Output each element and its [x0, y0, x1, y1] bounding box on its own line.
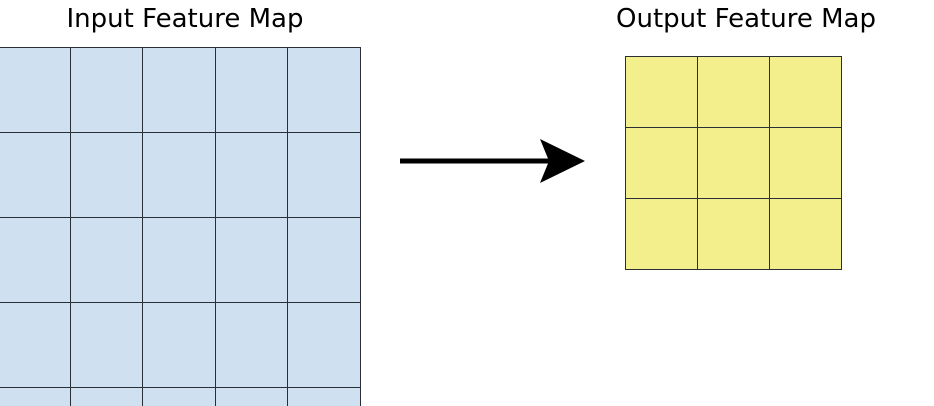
input-feature-map-title: Input Feature Map — [66, 4, 304, 34]
input-cell — [287, 131, 361, 218]
input-cell — [142, 302, 216, 389]
transformation-arrow-icon — [400, 139, 585, 183]
input-cell — [287, 216, 361, 304]
input-cell — [287, 387, 361, 406]
output-cell — [624, 55, 698, 128]
arrow-head — [540, 139, 585, 183]
output-feature-map-grid — [624, 55, 842, 270]
input-cell — [142, 131, 216, 218]
output-cell — [696, 197, 770, 270]
input-cell — [0, 387, 71, 406]
input-cell — [214, 302, 289, 389]
output-feature-map-title: Output Feature Map — [616, 4, 876, 34]
input-feature-map-grid — [0, 46, 361, 406]
input-cell — [69, 131, 144, 218]
output-cell — [768, 126, 842, 199]
input-cell — [214, 131, 289, 218]
output-cell — [696, 55, 770, 128]
input-cell — [287, 302, 361, 389]
input-cell — [0, 216, 71, 304]
input-cell — [0, 46, 71, 133]
input-cell — [214, 387, 289, 406]
input-cell — [0, 302, 71, 389]
input-cell — [214, 216, 289, 304]
input-cell — [0, 131, 71, 218]
output-cell — [768, 55, 842, 128]
output-cell — [768, 197, 842, 270]
input-cell — [69, 46, 144, 133]
input-cell — [214, 46, 289, 133]
input-cell — [69, 387, 144, 406]
input-cell — [287, 46, 361, 133]
input-cell — [69, 302, 144, 389]
output-cell — [624, 197, 698, 270]
output-cell — [624, 126, 698, 199]
input-cell — [142, 387, 216, 406]
input-cell — [142, 216, 216, 304]
input-cell — [69, 216, 144, 304]
input-cell — [142, 46, 216, 133]
output-cell — [696, 126, 770, 199]
